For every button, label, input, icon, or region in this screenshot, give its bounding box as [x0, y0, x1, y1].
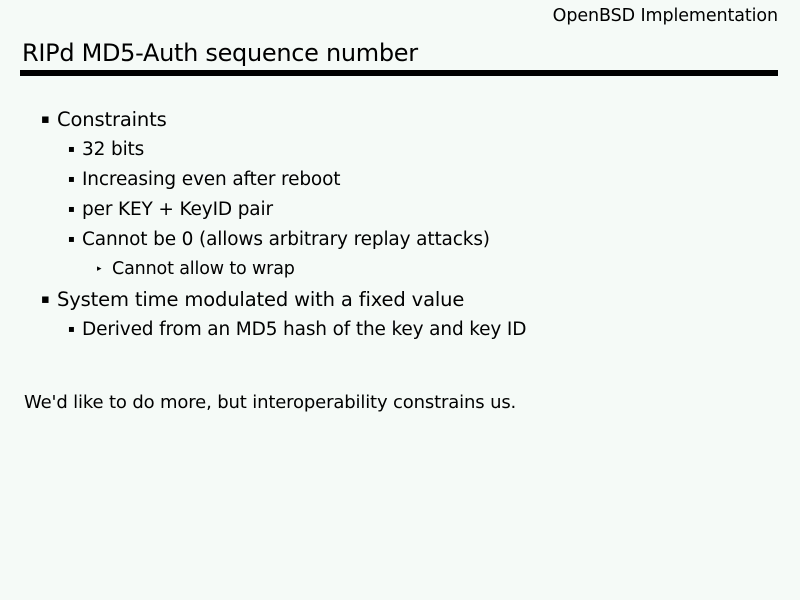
square-bullet: ▪ [68, 324, 75, 335]
bullet-item: ▪ Constraints [0, 104, 800, 135]
square-bullet: ▪ [68, 144, 75, 155]
square-bullet: ▪ [68, 204, 75, 215]
bullet-text: Increasing even after reboot [82, 169, 341, 190]
square-bullet: ▪ [68, 234, 75, 245]
square-bullet: ▪ [41, 292, 50, 307]
bullet-list: ▪ Constraints ▪ 32 bits ▪ Increasing even aft… [0, 104, 800, 345]
bullet-text: 32 bits [82, 139, 145, 160]
bullet-text: Constraints [57, 108, 167, 131]
slide-header-label: OpenBSD Implementation [552, 6, 778, 26]
slide-body: ▪ Constraints ▪ 32 bits ▪ Increasing even aft… [0, 104, 800, 345]
bullet-item: ▪ 32 bits [0, 135, 800, 165]
closing-note: We'd like to do more, but interoperabili… [24, 392, 517, 413]
square-bullet: ▪ [41, 112, 50, 127]
square-bullet: ▪ [68, 174, 75, 185]
bullet-item: ▪ Derived from an MD5 hash of the key and… [0, 315, 800, 345]
bullet-item: ▪ per KEY + KeyID pair [0, 195, 800, 225]
bullet-text: Derived from an MD5 hash of the key and … [82, 319, 527, 340]
bullet-text: per KEY + KeyID pair [82, 199, 273, 220]
bullet-text: Cannot allow to wrap [112, 259, 295, 279]
bullet-item: ▪ Cannot be 0 (allows arbitrary replay at… [0, 225, 800, 255]
bullet-text: Cannot be 0 (allows arbitrary replay att… [82, 229, 490, 250]
title-underline-rule [20, 70, 778, 76]
slide-title: RIPd MD5-Auth sequence number [22, 39, 418, 67]
triangle-bullet: ▸ [97, 264, 102, 274]
bullet-item: ▪ System time modulated with a fixed valu… [0, 284, 800, 315]
bullet-item: ▸ Cannot allow to wrap [0, 255, 800, 284]
bullet-text: System time modulated with a fixed value [57, 288, 465, 311]
bullet-item: ▪ Increasing even after reboot [0, 165, 800, 195]
